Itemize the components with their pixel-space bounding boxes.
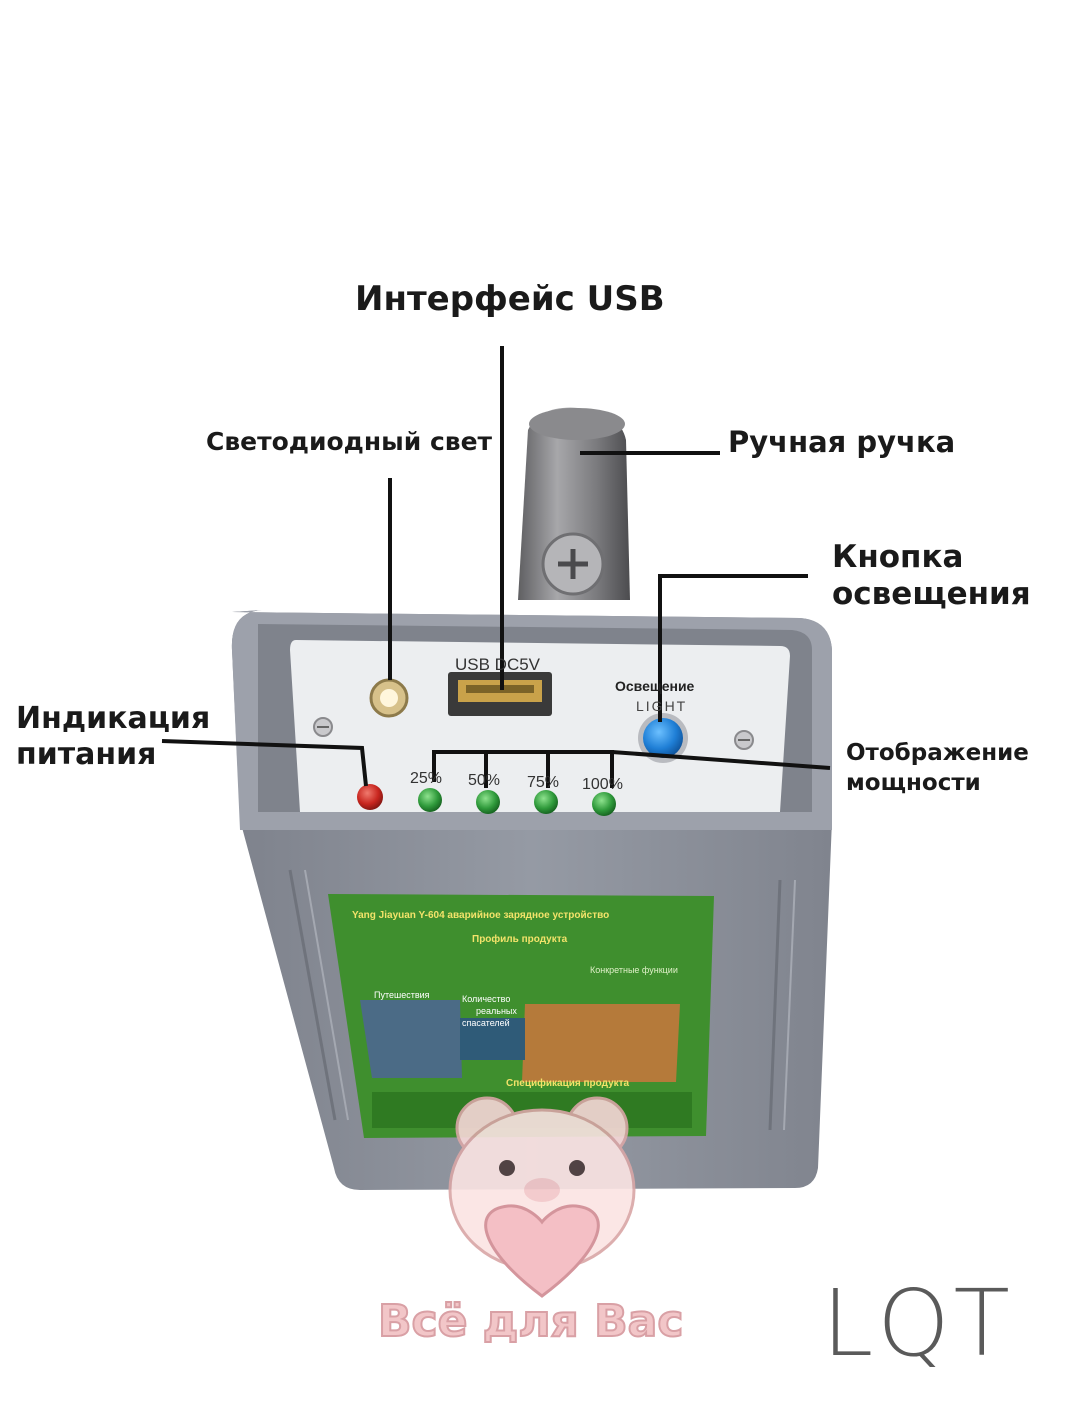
- sticker-subtitle: Профиль продукта: [472, 934, 568, 945]
- light-label-ru: Освещение: [615, 678, 695, 694]
- power-indication-label-line2: питания: [16, 737, 157, 772]
- light-button[interactable]: [638, 713, 688, 763]
- light-label-en: LIGHT: [636, 698, 688, 714]
- level-label-100: 100%: [582, 776, 623, 793]
- hand-crank-label: Ручная ручка: [728, 425, 956, 459]
- control-panel: [290, 640, 790, 812]
- led-light-label: Светодиодный свет: [206, 427, 493, 456]
- level-label-75: 75%: [527, 774, 560, 791]
- sticker-specs: Спецификация продукта: [506, 1078, 630, 1089]
- light-button-label-line1: Кнопка: [832, 539, 964, 575]
- product-sticker: [328, 894, 714, 1138]
- watermark-text: Всё для Вас: [377, 1295, 684, 1348]
- power-led-red: [357, 784, 383, 810]
- bear-watermark: [448, 1096, 636, 1298]
- usb-port-label: USB DC5V: [455, 655, 541, 674]
- power-indication-label-line1: Индикация: [16, 701, 211, 736]
- sticker-quantity-3: спасателей: [462, 1018, 510, 1028]
- usb-interface-label: Интерфейс USB: [355, 279, 665, 319]
- brand-logo: LQT: [822, 1270, 1014, 1377]
- level-led-25: [418, 788, 442, 812]
- sticker-quantity-1: Количество: [462, 994, 511, 1004]
- sticker-title: Yang Jiayuan Y-604 аварийное зарядное ус…: [352, 910, 610, 921]
- sticker-quantity-2: реальных: [476, 1006, 517, 1016]
- power-display-label-line1: Отображение: [846, 740, 1029, 766]
- crank-handle: [518, 407, 630, 600]
- sticker-travel: Путешествия: [374, 990, 430, 1000]
- level-led-100: [592, 792, 616, 816]
- sticker-functions: Конкретные функции: [590, 965, 678, 975]
- led-lens: [369, 678, 409, 718]
- level-label-50: 50%: [468, 772, 501, 789]
- light-button-label-line2: освещения: [832, 576, 1031, 612]
- callout-lines: [161, 346, 831, 788]
- level-led-50: [476, 790, 500, 814]
- usb-port: [448, 672, 552, 716]
- level-led-75: [534, 790, 558, 814]
- power-display-label-line2: мощности: [846, 770, 981, 796]
- level-label-25: 25%: [410, 770, 443, 787]
